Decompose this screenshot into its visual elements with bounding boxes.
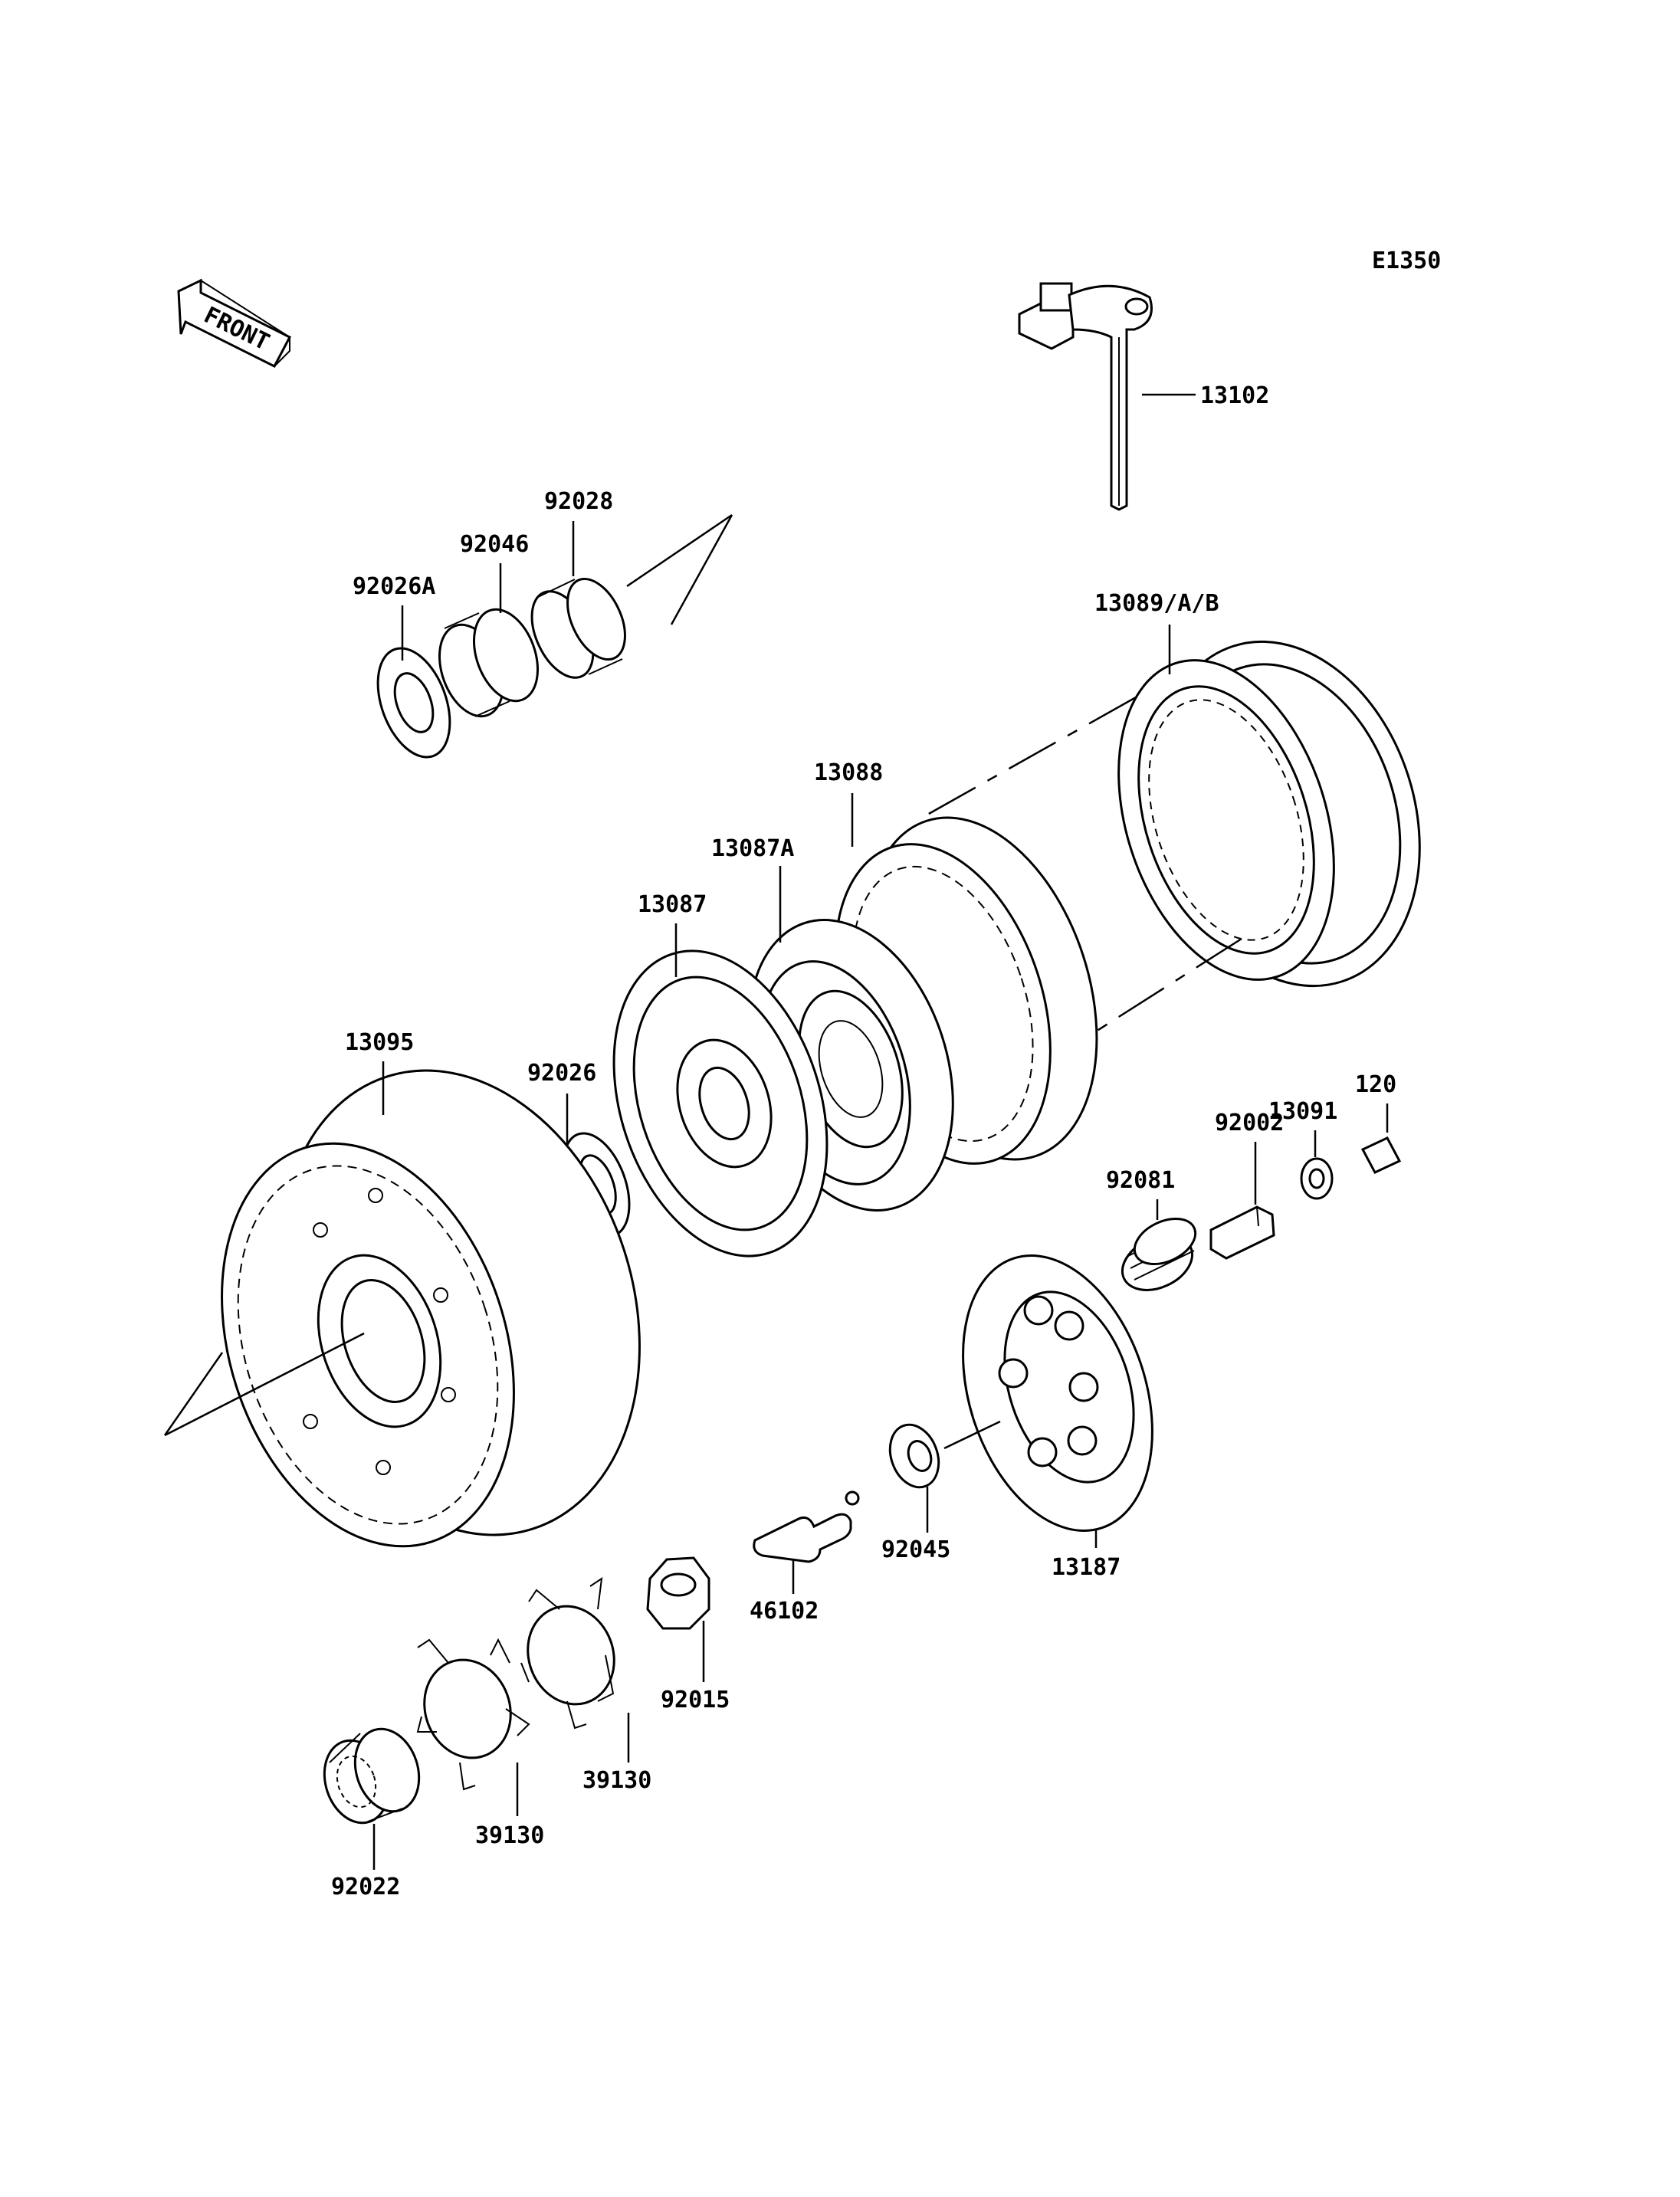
lock-washer-39130-upper	[520, 1576, 615, 1730]
bushing-92028	[530, 577, 626, 679]
label-13088: 13088	[814, 759, 883, 786]
label-13087A: 13087A	[711, 835, 794, 862]
label-46102: 46102	[750, 1598, 819, 1625]
label-13095: 13095	[345, 1029, 414, 1056]
label-39130-lower: 39130	[475, 1822, 544, 1849]
bolt-120	[1360, 1136, 1402, 1174]
collar-92022	[323, 1727, 421, 1825]
label-92028: 92028	[544, 488, 613, 515]
thrust-washer-92026A	[376, 647, 451, 759]
label-92081: 92081	[1106, 1167, 1175, 1194]
label-13087: 13087	[638, 891, 707, 918]
plate-13087	[612, 949, 829, 1258]
spring-92081	[1121, 1217, 1197, 1291]
label-120: 120	[1355, 1071, 1396, 1098]
label-13089: 13089/A/B	[1094, 590, 1219, 617]
ball-bearing-92045	[888, 1423, 940, 1489]
nut-92015	[646, 1556, 710, 1630]
label-13091: 13091	[1268, 1098, 1337, 1125]
diagram-code: E1350	[1372, 248, 1441, 274]
lock-washer-39130-lower	[416, 1638, 530, 1791]
label-92046: 92046	[460, 531, 529, 558]
label-13102: 13102	[1200, 382, 1269, 409]
push-rod-46102	[753, 1490, 860, 1563]
label-92026: 92026	[527, 1060, 596, 1087]
needle-bearing-92046	[438, 608, 540, 718]
label-92002: 92002	[1215, 1110, 1284, 1136]
label-92022: 92022	[331, 1874, 400, 1900]
pressure-plate-13187	[962, 1254, 1153, 1532]
friction-plates-13089	[1117, 640, 1421, 988]
front-arrow-icon: FRONT	[177, 278, 292, 368]
label-92026A: 92026A	[353, 573, 435, 600]
label-92015: 92015	[661, 1687, 730, 1713]
release-shaft-13102	[1018, 282, 1153, 511]
bolt-92002	[1209, 1205, 1275, 1260]
label-92045: 92045	[881, 1536, 950, 1563]
label-13187: 13187	[1052, 1554, 1121, 1581]
collar-13091	[1300, 1157, 1334, 1200]
clutch-housing-13095	[221, 1069, 641, 1548]
label-39130-upper: 39130	[582, 1767, 651, 1794]
